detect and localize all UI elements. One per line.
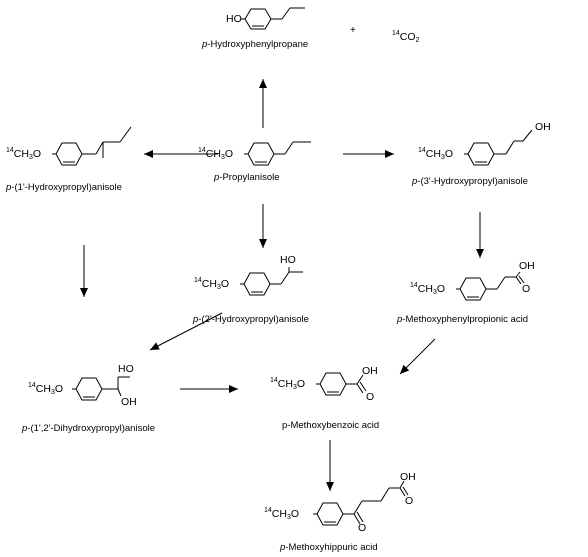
structure-dihydroxypropyl-anisole (72, 376, 130, 401)
methoxy-group-label: 14CH3O (28, 382, 64, 396)
para-prefix: p (412, 176, 418, 187)
compound-name: -Hydroxyphenylpropane (207, 39, 309, 50)
co2-formula: CO (399, 31, 416, 43)
methyl-subscript: 3 (292, 384, 297, 391)
hydroxyl-atom-label: OH (400, 471, 416, 483)
carbonyl-oxygen-label: O (366, 391, 375, 403)
carbon-dioxide-label: 14CO2 (392, 30, 420, 44)
methoxy-group-label: 14CH3O (6, 147, 42, 161)
label-methoxyhippuric-acid: p-Methoxyhippuric acid (280, 542, 378, 553)
structure-hydroxyphenylpropane (241, 7, 305, 30)
structure-1-hydroxypropyl-anisole (52, 126, 132, 166)
methyl-text: CH (277, 378, 293, 390)
para-prefix: p (280, 542, 286, 553)
methoxy-group-label: 14CH3O (264, 507, 300, 521)
hydroxyl-atom-label: OH (535, 121, 551, 133)
isotope-mark: 14 (198, 147, 206, 154)
co2-subscript: 2 (415, 37, 420, 44)
para-prefix: p (22, 423, 28, 434)
structure-methoxyhippuric-acid (313, 480, 409, 526)
para-prefix: p (397, 314, 403, 325)
methoxy-group-label: 14CH3O (270, 377, 306, 391)
structure-3-hydroxypropyl-anisole (464, 129, 533, 166)
methyl-text: CH (425, 148, 441, 160)
methyl-subscript: 3 (28, 154, 33, 161)
ether-oxygen: O (224, 148, 234, 160)
methyl-text: CH (13, 148, 29, 160)
isotope-mark: 14 (28, 382, 36, 389)
isotope-mark: 14 (270, 377, 278, 384)
methyl-text: CH (271, 508, 287, 520)
methyl-subscript: 3 (216, 284, 221, 291)
carbonyl-oxygen-label: O (405, 495, 414, 507)
plus-sign: + (350, 25, 356, 36)
methoxy-group-label: 14CH3O (194, 277, 230, 291)
structure-methoxyphenylpropionic-acid (456, 271, 525, 301)
isotope-mark: 14 (6, 147, 14, 154)
methyl-text: CH (205, 148, 221, 160)
methyl-subscript: 3 (220, 154, 225, 161)
ether-oxygen: O (436, 283, 446, 295)
label-dihydroxypropyl-anisole: p-(1',2'-Dihydroxypropyl)anisole (22, 423, 155, 434)
isotope-mark: 14 (194, 277, 202, 284)
methyl-subscript: 3 (440, 154, 445, 161)
label-hydroxyphenylpropane: p-Hydroxyphenylpropane (202, 39, 308, 50)
methyl-text: CH (35, 383, 51, 395)
hydroxyl-atom-label: OH (362, 365, 378, 377)
ether-oxygen: O (54, 383, 64, 395)
ether-oxygen: O (296, 378, 306, 390)
hydroxyl-atom-label: OH (121, 396, 137, 408)
ether-oxygen: O (444, 148, 454, 160)
methyl-subscript: 3 (286, 514, 291, 521)
hydroxyl-atom-label: HO (280, 254, 296, 266)
compound-name: -Propylanisole (219, 172, 280, 183)
arrow-2-hydroxypropyl-to-dihydroxy (149, 312, 223, 351)
para-prefix: p (214, 172, 220, 183)
compound-name: -Methoxyhippuric acid (285, 542, 378, 553)
ether-oxygen: O (220, 278, 230, 290)
methyl-subscript: 3 (50, 389, 55, 396)
methoxy-group-label: 14CH3O (410, 282, 446, 296)
compound-name: -(1'-Hydroxypropyl)anisole (11, 182, 122, 193)
para-prefix: p (193, 314, 199, 325)
label-2-hydroxypropyl-anisole: p-(2'-Hydroxypropyl)anisole (193, 314, 309, 325)
carbonyl-oxygen-label: O (522, 283, 531, 295)
label-1-hydroxypropyl-anisole: p-(1'-Hydroxypropyl)anisole (6, 182, 122, 193)
label-propylanisole: p-Propylanisole (214, 172, 280, 183)
compound-name: -(3'-Hydroxypropyl)anisole (417, 176, 528, 187)
methyl-text: CH (201, 278, 217, 290)
isotope-mark: 14 (392, 30, 400, 37)
label-3-hydroxypropyl-anisole: p-(3'-Hydroxypropyl)anisole (412, 176, 528, 187)
arrow-propionic-to-benzoic (399, 338, 436, 375)
methyl-text: CH (417, 283, 433, 295)
hydroxyl-atom-label: HO (226, 13, 242, 25)
ether-oxygen: O (290, 508, 300, 520)
methoxy-group-label: 14CH3O (418, 147, 454, 161)
structure-methoxybenzoic-acid (316, 372, 367, 396)
isotope-mark: 14 (264, 507, 272, 514)
structure-2-hydroxypropyl-anisole (240, 267, 303, 296)
label-methoxyphenylpropionic-acid: p-Methoxyphenylpropionic acid (397, 314, 528, 325)
para-prefix: p (6, 182, 12, 193)
methoxy-group-label: 14CH3O (198, 147, 234, 161)
compound-name: -(2'-Hydroxypropyl)anisole (198, 314, 309, 325)
ketone-oxygen-label: O (358, 522, 367, 534)
para-prefix: p (202, 39, 208, 50)
label-methoxybenzoic-acid: p-Methoxybenzoic acid (282, 420, 380, 431)
hydroxyl-atom-label: OH (519, 260, 535, 272)
ether-oxygen: O (32, 148, 42, 160)
hydroxyl-atom-label: HO (118, 363, 134, 375)
isotope-mark: 14 (418, 147, 426, 154)
structure-propylanisole (244, 141, 311, 166)
compound-name: -(1',2'-Dihydroxypropyl)anisole (27, 423, 155, 434)
methyl-subscript: 3 (432, 289, 437, 296)
isotope-mark: 14 (410, 282, 418, 289)
compound-name: -Methoxyphenylpropionic acid (402, 314, 528, 325)
